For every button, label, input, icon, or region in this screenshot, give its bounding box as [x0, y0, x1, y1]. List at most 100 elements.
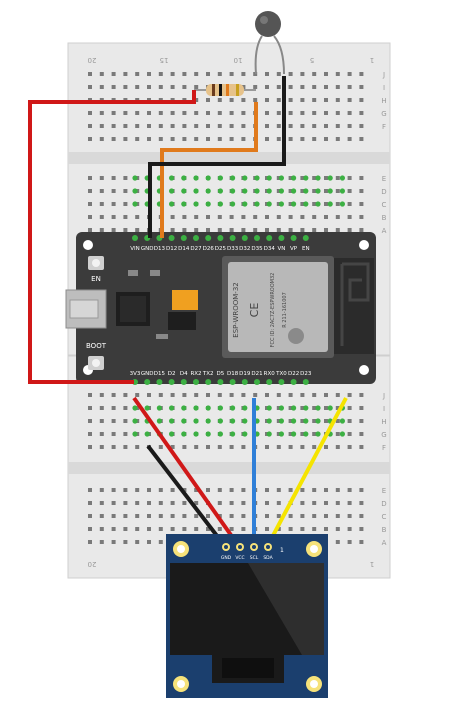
- breadboard-hole: [194, 393, 199, 397]
- breadboard-hole: [182, 445, 187, 449]
- breadboard-hole: [241, 124, 246, 128]
- esp32-pin-label: D2: [168, 371, 176, 377]
- breadboard-hole: [347, 228, 352, 232]
- breadboard-hole: [359, 189, 364, 193]
- breadboard-hole-active: [303, 431, 309, 437]
- column-marker: 20: [88, 560, 97, 568]
- breadboard-hole: [359, 501, 364, 505]
- breadboard-hole: [229, 215, 234, 219]
- boot-button[interactable]: [88, 356, 104, 370]
- breadboard-hole: [229, 501, 234, 505]
- breadboard-hole: [88, 111, 92, 115]
- breadboard-hole: [158, 393, 163, 397]
- breadboard-hole: [229, 514, 234, 518]
- breadboard-hole: [111, 393, 116, 397]
- breadboard-hole: [312, 124, 317, 128]
- breadboard-hole: [312, 488, 317, 492]
- breadboard-hole-active: [169, 188, 175, 194]
- breadboard-hole: [276, 124, 281, 128]
- breadboard-hole: [99, 419, 104, 423]
- breadboard-hole-active: [217, 188, 223, 194]
- breadboard-hole: [182, 137, 187, 141]
- breadboard-hole: [241, 514, 246, 518]
- breadboard-hole: [312, 176, 317, 180]
- breadboard-hole-active: [230, 405, 236, 411]
- esp32-pin-pad: [254, 379, 260, 385]
- breadboard-hole: [288, 85, 293, 89]
- breadboard-hole: [206, 72, 210, 76]
- breadboard-hole-active: [266, 431, 272, 437]
- breadboard-hole: [194, 514, 199, 518]
- breadboard-hole: [312, 527, 317, 531]
- breadboard-hole-active: [254, 201, 260, 207]
- esp32-pin-pad: [290, 379, 297, 385]
- breadboard-hole: [99, 527, 104, 531]
- en-button[interactable]: [88, 256, 104, 270]
- breadboard-hole: [88, 501, 92, 505]
- breadboard-hole-active: [254, 188, 260, 194]
- breadboard-hole: [335, 228, 340, 232]
- breadboard-hole: [170, 393, 175, 397]
- breadboard-hole: [170, 501, 175, 505]
- breadboard-hole: [170, 124, 175, 128]
- breadboard-hole: [276, 137, 281, 141]
- breadboard-hole: [217, 527, 222, 531]
- breadboard-hole: [217, 124, 222, 128]
- breadboard-hole: [147, 527, 151, 531]
- esp32-pin-pad: [168, 379, 175, 385]
- breadboard-hole: [300, 124, 305, 128]
- breadboard-hole: [206, 98, 210, 102]
- breadboard-hole: [253, 98, 258, 102]
- breadboard-hole: [158, 72, 163, 76]
- breadboard-hole: [265, 85, 269, 89]
- breadboard-hole: [300, 111, 305, 115]
- mount-hole: [359, 240, 369, 250]
- breadboard-hole: [99, 445, 104, 449]
- breadboard-hole: [253, 215, 258, 219]
- breadboard-hole: [335, 85, 340, 89]
- breadboard-hole-active: [242, 405, 248, 411]
- breadboard-hole: [194, 228, 199, 232]
- breadboard-hole: [147, 514, 151, 518]
- breadboard-hole: [312, 432, 317, 436]
- breadboard-hole: [335, 189, 340, 193]
- breadboard-hole: [324, 488, 328, 492]
- breadboard-hole: [229, 111, 234, 115]
- breadboard-hole: [88, 419, 92, 423]
- oled-pin-label: SDA: [263, 555, 273, 561]
- breadboard-hole-active: [217, 431, 223, 437]
- breadboard-hole: [111, 406, 116, 410]
- breadboard-hole: [194, 85, 199, 89]
- breadboard-hole: [300, 445, 305, 449]
- breadboard-hole: [300, 72, 305, 76]
- breadboard-hole: [359, 228, 364, 232]
- breadboard-hole: [123, 419, 128, 423]
- breadboard-hole: [300, 176, 305, 180]
- breadboard-hole: [99, 488, 104, 492]
- breadboard-hole: [265, 501, 269, 505]
- breadboard-hole: [123, 72, 128, 76]
- breadboard-hole-active: [242, 188, 248, 194]
- esp32-pin-pad: [193, 235, 199, 241]
- breadboard-hole: [135, 540, 140, 544]
- breadboard-hole: [88, 406, 92, 410]
- breadboard-hole: [170, 215, 175, 219]
- breadboard-hole: [312, 189, 317, 193]
- breadboard-hole: [206, 137, 210, 141]
- breadboard-hole: [241, 98, 246, 102]
- esp32-pin-label: D33: [227, 246, 239, 252]
- breadboard-hole-active: [315, 418, 321, 424]
- breadboard-hole: [265, 393, 269, 397]
- breadboard-hole-active: [242, 418, 248, 424]
- breadboard-hole: [111, 419, 116, 423]
- breadboard-hole: [312, 406, 317, 410]
- row-label: G: [381, 110, 386, 118]
- breadboard-hole: [312, 514, 317, 518]
- breadboard-hole: [170, 137, 175, 141]
- breadboard-hole: [182, 72, 187, 76]
- breadboard-hole-active: [193, 201, 199, 207]
- breadboard-hole: [265, 228, 269, 232]
